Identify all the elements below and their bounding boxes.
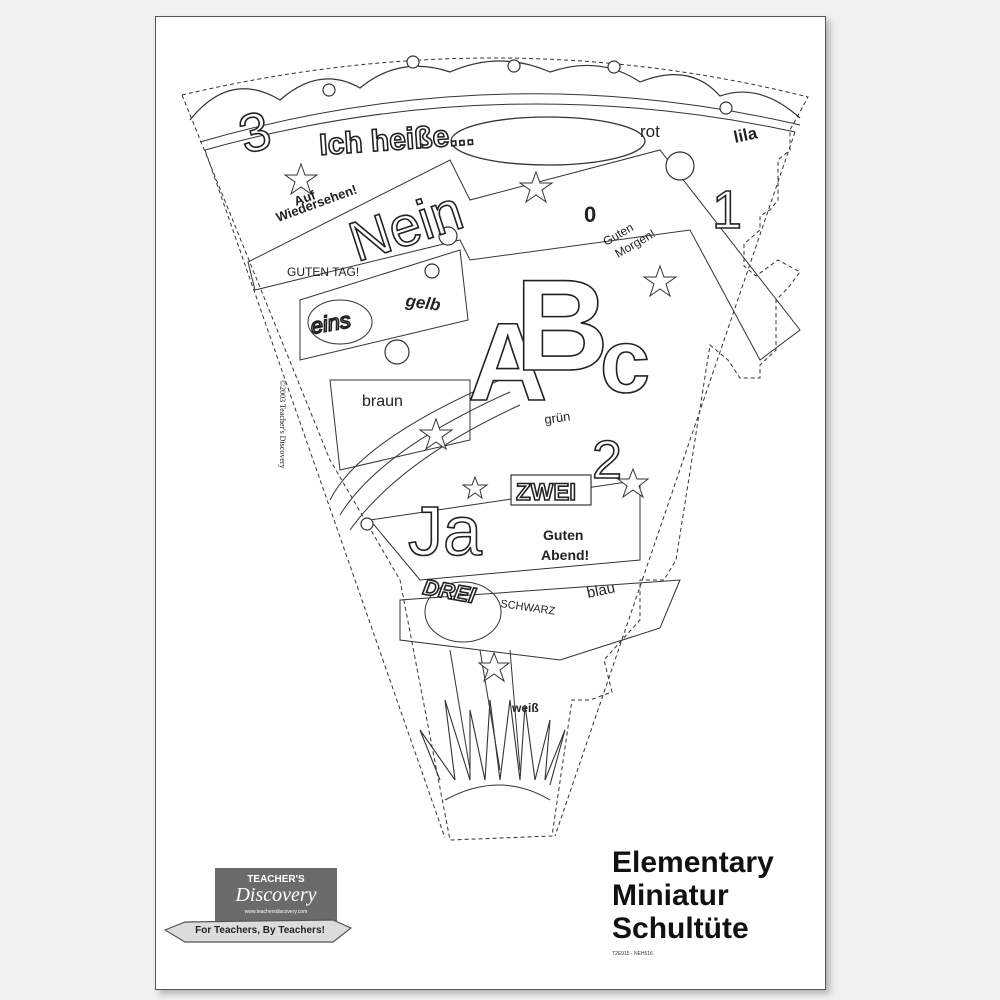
star-7 xyxy=(477,651,511,683)
product-code: T2E915 - NEH516 xyxy=(612,951,653,957)
word-schwarz: SCHWARZ xyxy=(500,598,557,618)
bubble-4 xyxy=(384,339,410,365)
word-rot: rot xyxy=(640,122,660,141)
crease-right xyxy=(554,131,796,837)
grass-tuft xyxy=(419,699,566,786)
word-ich-heisse: Ich heiße... xyxy=(318,118,475,162)
word-guten-tag: GUTEN TAG! xyxy=(287,265,359,279)
title-line-3: Schultüte xyxy=(612,912,749,945)
panel-braun xyxy=(329,379,471,471)
star-6 xyxy=(616,467,650,499)
star-4 xyxy=(418,417,454,451)
title-line-2: Miniatur xyxy=(612,879,729,912)
bubble-1 xyxy=(665,151,695,181)
word-lila: lila xyxy=(732,123,760,147)
word-eins: eins xyxy=(309,307,353,339)
logo-url: www.teachersdiscovery.com xyxy=(244,909,308,915)
star-3 xyxy=(642,264,678,298)
panel-band xyxy=(247,149,801,361)
star-1 xyxy=(283,162,319,196)
star-5 xyxy=(461,475,489,500)
number-2: 2 xyxy=(592,430,622,490)
drei-bubble xyxy=(424,581,502,643)
word-zwei: ZWEI xyxy=(516,479,576,506)
arc-2 xyxy=(339,391,511,516)
dot-5 xyxy=(719,101,733,115)
word-nein: Nein xyxy=(341,178,470,274)
letter-b: B xyxy=(515,252,609,398)
arc-1 xyxy=(329,379,501,501)
word-drei: DREI xyxy=(421,574,478,608)
poster-sheet xyxy=(155,16,826,990)
product-title: Elementary Miniatur Schultüte xyxy=(612,846,774,945)
zwei-box xyxy=(510,474,592,506)
logo-box: TEACHER'S Discovery www.teachersdiscover… xyxy=(215,868,337,928)
grass-base xyxy=(444,784,551,801)
number-0: 0 xyxy=(584,202,596,227)
word-ja: Ja xyxy=(408,492,482,570)
arc-3 xyxy=(349,404,521,531)
number-3: 3 xyxy=(233,100,278,166)
number-1: 1 xyxy=(712,180,742,240)
letter-a: A xyxy=(468,301,547,424)
cone-top-scallop xyxy=(189,60,801,121)
word-guten-abend-2: Abend! xyxy=(541,547,589,563)
word-blau: blau xyxy=(585,579,616,602)
title-line-1: Elementary xyxy=(612,846,774,879)
bubble-3 xyxy=(424,263,440,279)
word-guten-abend-1: Guten xyxy=(543,527,583,543)
eins-bubble xyxy=(307,299,373,345)
logo-ribbon xyxy=(163,919,353,943)
bubble-2 xyxy=(438,226,458,246)
dot-2 xyxy=(507,59,521,73)
crease-left xyxy=(204,149,446,839)
cone-band-2 xyxy=(204,103,796,151)
logo-brand-main: Discovery xyxy=(235,884,317,906)
dot-1 xyxy=(406,55,420,69)
star-2 xyxy=(518,170,554,204)
bubble-5 xyxy=(360,517,374,531)
logo-tagline: For Teachers, By Teachers! xyxy=(195,925,325,936)
panel-eins xyxy=(299,249,469,361)
word-braun: braun xyxy=(362,393,403,410)
logo-brand-top: TEACHER'S xyxy=(247,874,305,885)
word-weiss: weiß xyxy=(511,701,539,715)
panel-blau xyxy=(399,579,681,661)
dot-3 xyxy=(607,60,621,74)
dot-4 xyxy=(322,83,336,97)
copyright-note: ©2003 Teacher's Discovery xyxy=(278,380,287,469)
word-gruen: grün xyxy=(543,408,571,426)
cone-cut-line xyxy=(181,57,809,841)
letter-c: c xyxy=(600,312,650,412)
name-field xyxy=(450,116,646,166)
word-auf: Auf xyxy=(292,187,318,209)
cone-band-1 xyxy=(199,93,801,143)
word-gelb: gelb xyxy=(403,291,441,315)
teachers-discovery-logo: TEACHER'S Discovery www.teachersdiscover… xyxy=(163,866,353,956)
